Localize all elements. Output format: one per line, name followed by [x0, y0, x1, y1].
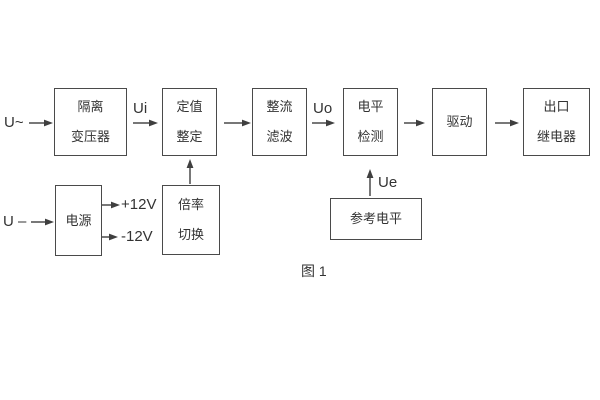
block-reference-level: 参考电平	[330, 198, 422, 240]
block-rectify-filter: 整流 滤波	[252, 88, 307, 156]
block-label: 驱动	[446, 114, 473, 129]
signal-ui-label: Ui	[133, 100, 148, 117]
block-label: 参考电平	[349, 211, 402, 226]
block-label: 切换	[177, 227, 204, 242]
arrow-dc-input-head	[45, 218, 54, 226]
block-label: 隔离	[77, 99, 104, 114]
dc-input-label: U –	[3, 213, 27, 230]
arrow-drive-to-relay-head	[510, 119, 519, 127]
block-drive: 驱动	[432, 88, 487, 156]
arrow-ac-input-head	[44, 119, 53, 127]
block-ratio-switch: 倍率 切换	[162, 185, 220, 255]
arrow-ue-head	[366, 169, 374, 178]
negative-rail-label: -12V	[121, 228, 153, 245]
block-label: 滤波	[266, 129, 293, 144]
block-level-detect: 电平 检测	[343, 88, 398, 156]
arrow-positive-rail-head	[111, 201, 120, 209]
signal-ue-label: Ue	[378, 174, 398, 191]
arrow-negative-rail-head	[109, 233, 118, 241]
block-label: 整流	[266, 99, 293, 114]
block-label: 检测	[357, 129, 384, 144]
ac-input-label: U~	[4, 114, 24, 131]
block-label: 定值	[176, 99, 203, 114]
arrow-ratio-to-setpoint-head	[186, 159, 194, 168]
block-label: 继电器	[536, 129, 576, 144]
block-label: 倍率	[177, 197, 204, 212]
block-label: 变压器	[70, 129, 110, 144]
block-label: 电平	[357, 99, 384, 114]
positive-rail-label: +12V	[121, 196, 157, 213]
arrow-ui-head	[149, 119, 158, 127]
block-label: 整定	[176, 129, 203, 144]
block-isolation-transformer: 隔离 变压器	[54, 88, 127, 156]
block-label: 电源	[65, 212, 92, 228]
arrow-detect-to-drive-head	[416, 119, 425, 127]
figure-caption: 图 1	[301, 263, 327, 279]
arrow-uo-head	[326, 119, 335, 127]
block-output-relay: 出口 继电器	[523, 88, 590, 156]
signal-uo-label: Uo	[313, 100, 333, 117]
block-label: 出口	[543, 99, 570, 114]
block-setpoint-adjust: 定值 整定	[162, 88, 217, 156]
arrow-setpoint-to-rectifier-head	[242, 119, 251, 127]
block-power-supply: 电源	[55, 185, 102, 256]
